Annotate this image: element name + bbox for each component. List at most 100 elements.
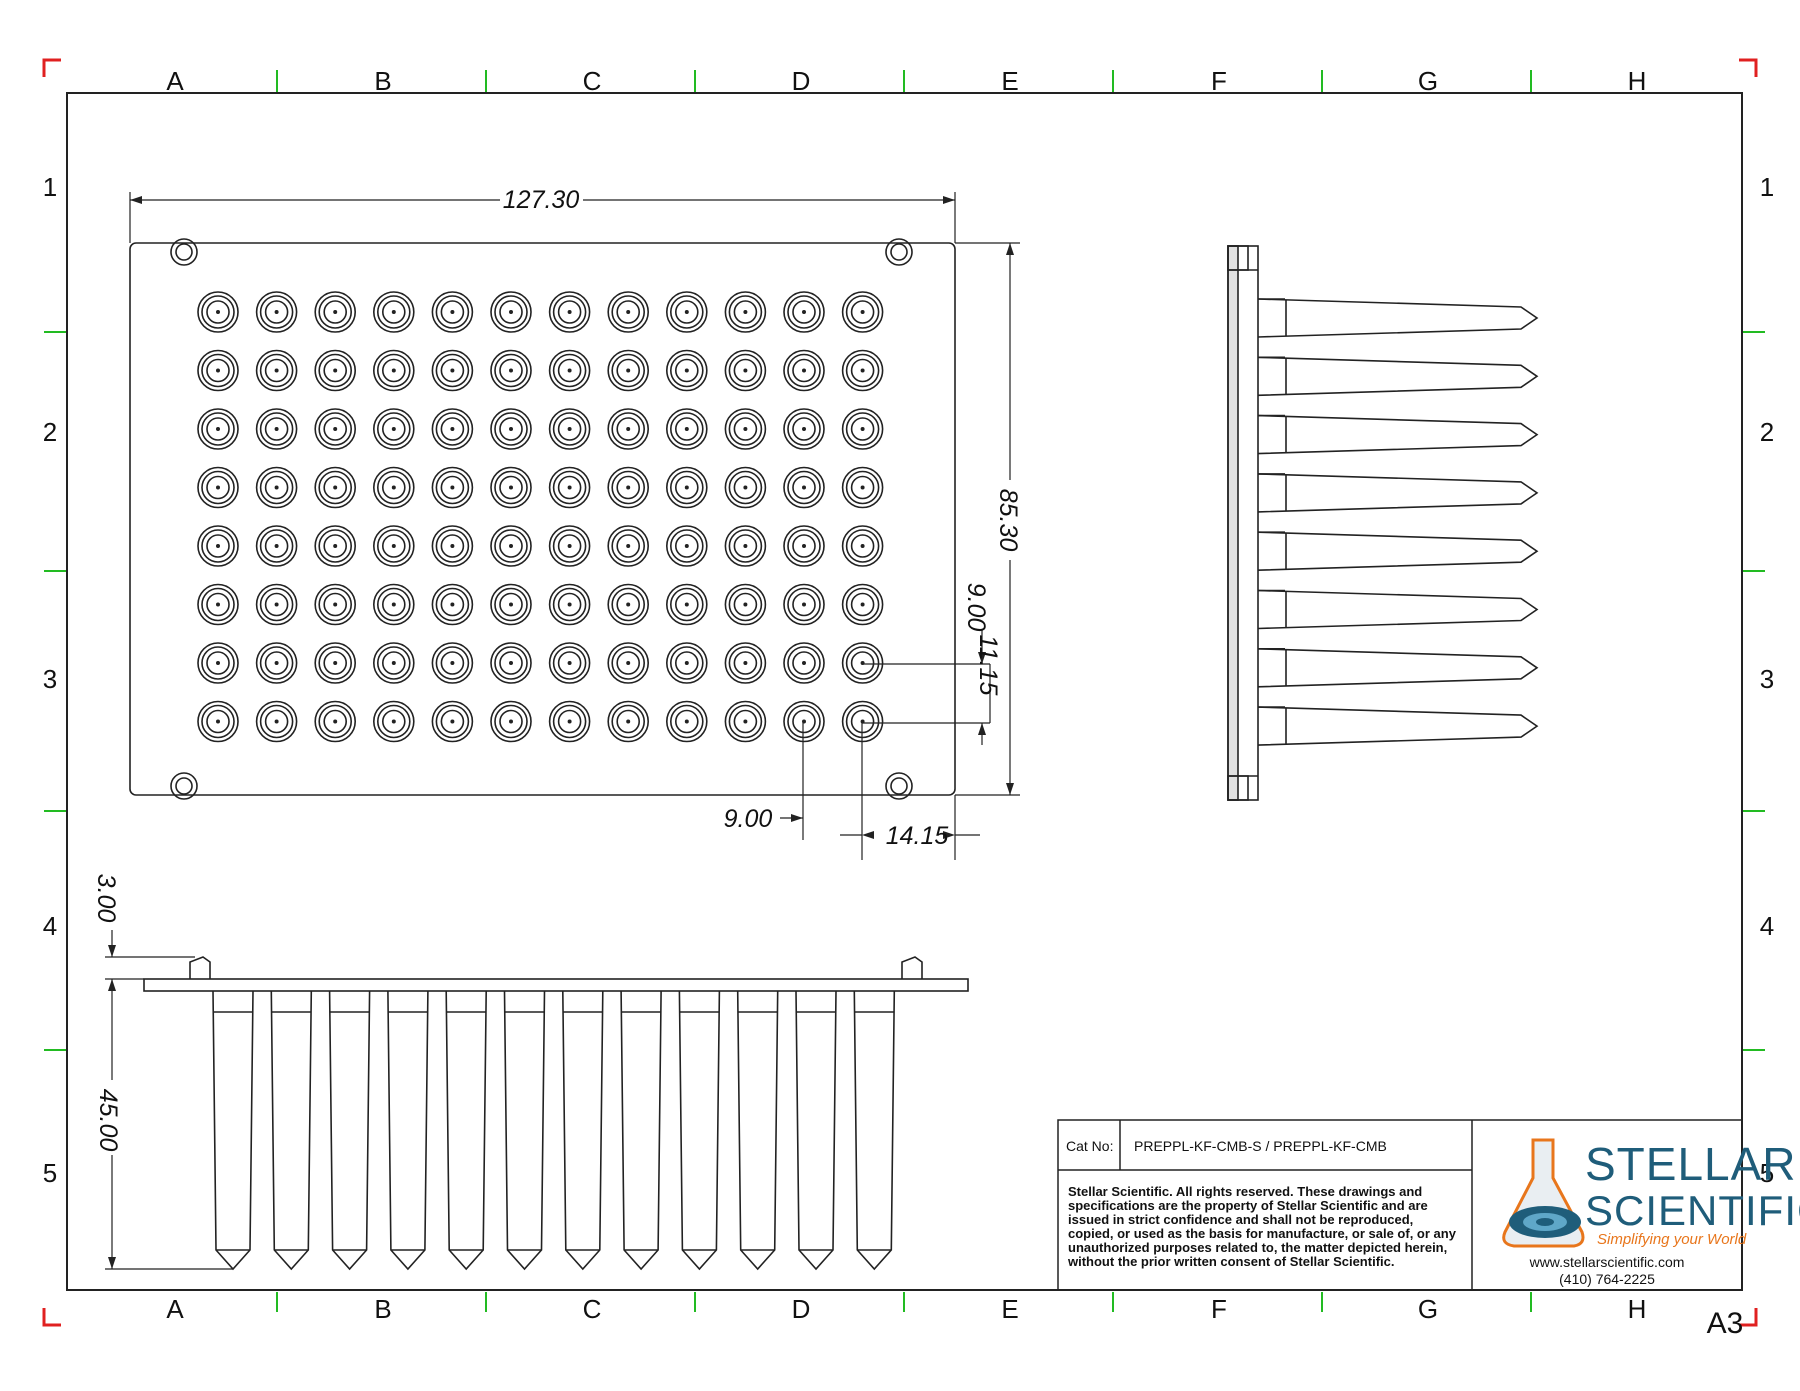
well <box>724 466 767 509</box>
well <box>607 349 650 392</box>
well <box>841 466 884 509</box>
sheet-size-label: A3 <box>1707 1307 1744 1340</box>
zone-col-top: G <box>1418 66 1438 96</box>
well <box>314 408 357 450</box>
well <box>607 525 650 567</box>
well <box>783 700 825 743</box>
well <box>665 349 708 392</box>
front-tube <box>795 990 837 1271</box>
zone-col-top: E <box>1001 66 1018 96</box>
well <box>548 642 591 684</box>
side-view <box>1227 245 1539 801</box>
well <box>783 642 825 684</box>
notice-line: specifications are the property of Stell… <box>1068 1198 1428 1213</box>
dim-flange: 3.00 <box>92 874 120 923</box>
notice-line: Stellar Scientific. All rights reserved.… <box>1068 1184 1422 1199</box>
well <box>783 525 825 567</box>
front-tube <box>853 990 896 1271</box>
well <box>372 408 415 450</box>
dim-pitch-vertical: 9.00 <box>962 583 990 632</box>
logo-line2: SCIENTIFIC <box>1585 1187 1800 1234</box>
well <box>197 291 239 333</box>
top-view <box>129 238 956 800</box>
well <box>665 583 708 626</box>
well <box>724 291 767 333</box>
well <box>372 525 415 567</box>
well <box>607 583 650 626</box>
well <box>197 466 239 509</box>
well <box>490 525 532 567</box>
well <box>431 642 474 684</box>
top-view-dim-arrows <box>130 196 1014 839</box>
notice-line: issued in strict confidence and shall no… <box>1068 1212 1413 1227</box>
well <box>841 291 884 333</box>
notice-line: copied, or used as the basis for manufac… <box>1068 1226 1457 1241</box>
side-tube <box>1257 706 1539 746</box>
mount-holes <box>170 238 913 800</box>
well <box>197 349 239 392</box>
well <box>197 408 239 450</box>
side-tube <box>1257 531 1539 571</box>
well <box>197 525 239 567</box>
well <box>372 349 415 392</box>
front-view <box>143 956 969 1271</box>
logo-line1: STELLAR <box>1585 1138 1797 1190</box>
well <box>314 642 357 684</box>
front-tube <box>387 990 429 1271</box>
front-tubes <box>212 990 896 1271</box>
well <box>548 291 591 333</box>
zone-col-top: H <box>1628 66 1647 96</box>
well <box>841 408 884 450</box>
zone-row-left: 4 <box>43 911 57 941</box>
zone-col-bottom: C <box>583 1294 602 1324</box>
dim-offset-vertical: 11.15 <box>974 635 1002 696</box>
front-tube <box>503 990 546 1271</box>
side-tube <box>1257 414 1539 455</box>
zone-col-bottom: G <box>1418 1294 1438 1324</box>
zone-col-top: C <box>583 66 602 96</box>
front-tube <box>212 990 254 1271</box>
well <box>665 525 708 567</box>
well <box>607 408 650 450</box>
front-flange <box>143 978 969 992</box>
well <box>255 583 298 626</box>
flask-icon <box>1502 1138 1585 1248</box>
sheet-border <box>66 92 1743 1291</box>
zone-row-left: 5 <box>43 1158 57 1188</box>
well <box>783 583 825 626</box>
well <box>665 700 708 743</box>
well <box>255 291 298 333</box>
well <box>724 642 767 684</box>
well <box>255 466 298 509</box>
well <box>490 642 532 684</box>
front-view-dim-arrows <box>108 945 116 1269</box>
well <box>724 525 767 567</box>
well <box>431 700 474 743</box>
zone-col-bottom: B <box>374 1294 391 1324</box>
well <box>372 466 415 509</box>
well <box>372 291 415 333</box>
corner-marks <box>42 58 1758 1327</box>
zone-ticks <box>44 70 1765 1312</box>
front-tube <box>678 990 721 1271</box>
well <box>314 291 357 333</box>
zone-row-right: 4 <box>1760 911 1774 941</box>
dim-height: 85.30 <box>994 489 1022 552</box>
zone-col-top: A <box>166 66 184 96</box>
well <box>372 642 415 684</box>
well <box>548 408 591 450</box>
well <box>431 525 474 567</box>
well <box>431 466 474 509</box>
well <box>841 642 884 684</box>
zone-col-bottom: E <box>1001 1294 1018 1324</box>
well <box>255 525 298 567</box>
well <box>197 583 239 626</box>
dim-pitch-horizontal: 9.00 <box>724 805 773 833</box>
well <box>665 642 708 684</box>
zone-row-right: 1 <box>1760 172 1774 202</box>
well <box>783 291 825 333</box>
dim-offset-horizontal: 14.15 <box>886 822 949 850</box>
well <box>490 349 532 392</box>
well <box>490 408 532 450</box>
well <box>724 700 767 743</box>
